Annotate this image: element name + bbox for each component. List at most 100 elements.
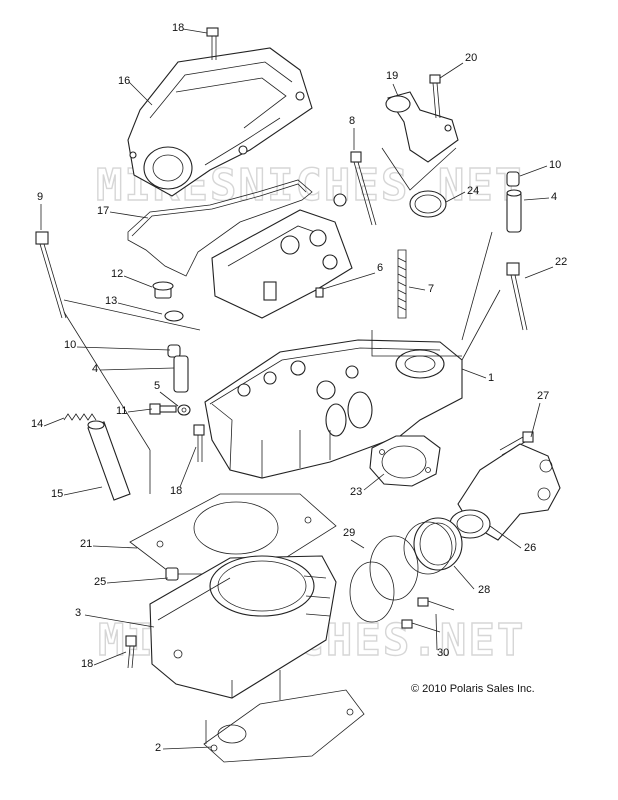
bolt-9 <box>35 231 67 319</box>
callout-4: 4 <box>551 191 557 203</box>
bolt-18-mid <box>193 424 205 462</box>
callout-12: 12 <box>111 268 123 280</box>
callout-leader-1 <box>461 368 487 379</box>
o-ring-13 <box>164 310 184 322</box>
copyright-notice: © 2010 Polaris Sales Inc. <box>411 683 535 695</box>
valve-cover-gasket <box>127 179 313 277</box>
callout-leader-3 <box>84 614 155 628</box>
callout-21: 21 <box>80 538 92 550</box>
callout-leader-10 <box>519 165 548 177</box>
callout-17: 17 <box>97 205 109 217</box>
washer-5 <box>177 404 191 416</box>
callout-4: 4 <box>92 363 98 375</box>
callout-28: 28 <box>478 584 490 596</box>
callout-leader-7 <box>408 286 426 291</box>
spring-14 <box>63 413 97 421</box>
callout-leader-22 <box>524 266 554 279</box>
camshaft-carrier <box>211 193 353 319</box>
stud-7 <box>397 249 407 319</box>
callout-leader-16 <box>128 81 153 106</box>
callout-leader-4 <box>523 197 550 201</box>
callout-leader-14 <box>43 417 65 427</box>
callout-leader-26 <box>489 525 522 549</box>
callout-10: 10 <box>64 339 76 351</box>
bolt-11 <box>149 403 177 415</box>
bolt-8 <box>350 151 377 226</box>
callout-14: 14 <box>31 418 43 430</box>
cylinder-head <box>204 339 463 479</box>
callout-leader-11 <box>127 408 153 413</box>
cap-10-upper <box>506 171 520 187</box>
bolts-30 <box>401 597 455 633</box>
clamp-28 <box>403 517 463 575</box>
callout-18: 18 <box>172 22 184 34</box>
callout-18: 18 <box>81 658 93 670</box>
callout-leader-18 <box>182 28 208 34</box>
cap-10-lower <box>167 344 181 358</box>
callout-29: 29 <box>343 527 355 539</box>
callout-leader-6 <box>322 272 376 290</box>
dowel-25 <box>165 567 179 581</box>
callout-25: 25 <box>94 576 106 588</box>
gasket-23 <box>369 435 441 487</box>
callout-leader-21 <box>92 545 138 549</box>
callout-leader-12 <box>123 275 153 288</box>
callout-2: 2 <box>155 742 161 754</box>
callout-9: 9 <box>37 191 43 203</box>
callout-18: 18 <box>170 485 182 497</box>
cylinder <box>149 555 337 700</box>
tube-15 <box>87 420 131 501</box>
ring-29 <box>349 535 419 623</box>
callout-leader-27 <box>530 402 541 438</box>
callout-leader-18 <box>93 651 127 666</box>
callout-leader-28 <box>453 565 475 590</box>
base-gasket-2 <box>203 689 365 763</box>
callout-19: 19 <box>386 70 398 82</box>
callout-5: 5 <box>154 380 160 392</box>
callout-10: 10 <box>549 159 561 171</box>
callout-leader-10 <box>76 346 171 351</box>
callout-8: 8 <box>349 115 355 127</box>
callout-leader-4 <box>99 367 175 371</box>
bolt-18-lower <box>125 635 137 669</box>
sleeve-4-upper <box>506 189 522 233</box>
callout-leader-29 <box>350 539 365 549</box>
sleeve-4-lower <box>173 355 189 393</box>
callout-leader-25 <box>106 577 169 584</box>
callout-leader-15 <box>63 486 103 496</box>
bolt-22 <box>506 262 528 331</box>
callout-13: 13 <box>105 295 117 307</box>
o-ring-24 <box>409 190 447 218</box>
callout-leader-17 <box>109 211 149 219</box>
valve-cover <box>127 47 313 197</box>
callout-3: 3 <box>75 607 81 619</box>
callout-leader-5 <box>159 391 179 407</box>
callout-leader-30 <box>435 613 438 651</box>
callout-leader-2 <box>162 746 213 750</box>
callout-16: 16 <box>118 75 130 87</box>
callout-leader-13 <box>117 302 163 315</box>
callout-leader-24 <box>445 191 466 203</box>
bolt-20 <box>429 74 441 119</box>
callout-7: 7 <box>428 283 434 295</box>
callout-20: 20 <box>465 52 477 64</box>
callout-23: 23 <box>350 486 362 498</box>
callout-leader-19 <box>392 83 399 97</box>
dowel-6 <box>315 287 324 298</box>
bolt-top-18 <box>206 27 219 60</box>
callout-26: 26 <box>524 542 536 554</box>
callout-leader-18 <box>179 446 197 488</box>
callout-1: 1 <box>488 372 494 384</box>
callout-15: 15 <box>51 488 63 500</box>
thermostat-housing <box>385 91 459 163</box>
callout-6: 6 <box>377 262 383 274</box>
callout-30: 30 <box>437 647 449 659</box>
callout-24: 24 <box>467 185 479 197</box>
callout-leader-20 <box>439 62 464 79</box>
callout-leader-23 <box>363 473 385 491</box>
intake-boot-26 <box>449 443 561 541</box>
callout-22: 22 <box>555 256 567 268</box>
callout-11: 11 <box>116 405 127 417</box>
